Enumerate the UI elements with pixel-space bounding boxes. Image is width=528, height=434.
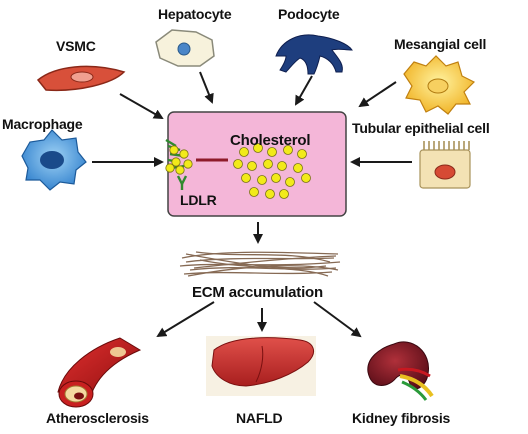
label-mesangial: Mesangial cell xyxy=(394,36,487,52)
arrow-podocyte xyxy=(295,75,313,106)
liver-icon xyxy=(206,336,316,396)
arrow-mesangial xyxy=(358,81,397,108)
label-ecm: ECM accumulation xyxy=(192,284,323,301)
tubular-epithelial-cell-icon xyxy=(419,141,471,189)
label-atherosclerosis: Atherosclerosis xyxy=(46,410,149,426)
label-vsmc: VSMC xyxy=(56,38,96,54)
arrow-to-kidney xyxy=(313,301,362,338)
label-hepatocyte: Hepatocyte xyxy=(158,6,232,22)
label-macrophage: Macrophage xyxy=(2,116,83,132)
ecm-fibers-icon xyxy=(179,251,341,277)
hepatocyte-cell-icon xyxy=(155,29,215,67)
cholesterol-dots xyxy=(233,143,311,199)
arrow-hepatocyte xyxy=(199,71,214,104)
label-kidney-fibrosis: Kidney fibrosis xyxy=(352,410,451,426)
receptor-bound-ldl-dots xyxy=(165,145,193,175)
arrow-to-athero xyxy=(156,301,215,338)
input-arrows xyxy=(92,71,412,338)
label-cholesterol: Cholesterol xyxy=(230,132,311,149)
label-podocyte: Podocyte xyxy=(278,6,340,22)
label-ldlr: LDLR xyxy=(180,192,217,208)
macrophage-cell-icon xyxy=(21,129,87,191)
arrow-vsmc xyxy=(119,93,164,119)
podocyte-cell-icon xyxy=(275,34,353,75)
kidney-icon xyxy=(367,341,434,401)
mesangial-cell-icon xyxy=(403,55,476,115)
artery-icon xyxy=(57,337,142,408)
vsmc-cell-icon xyxy=(36,65,126,92)
label-tubular: Tubular epithelial cell xyxy=(352,120,490,136)
label-nafld: NAFLD xyxy=(236,410,283,426)
